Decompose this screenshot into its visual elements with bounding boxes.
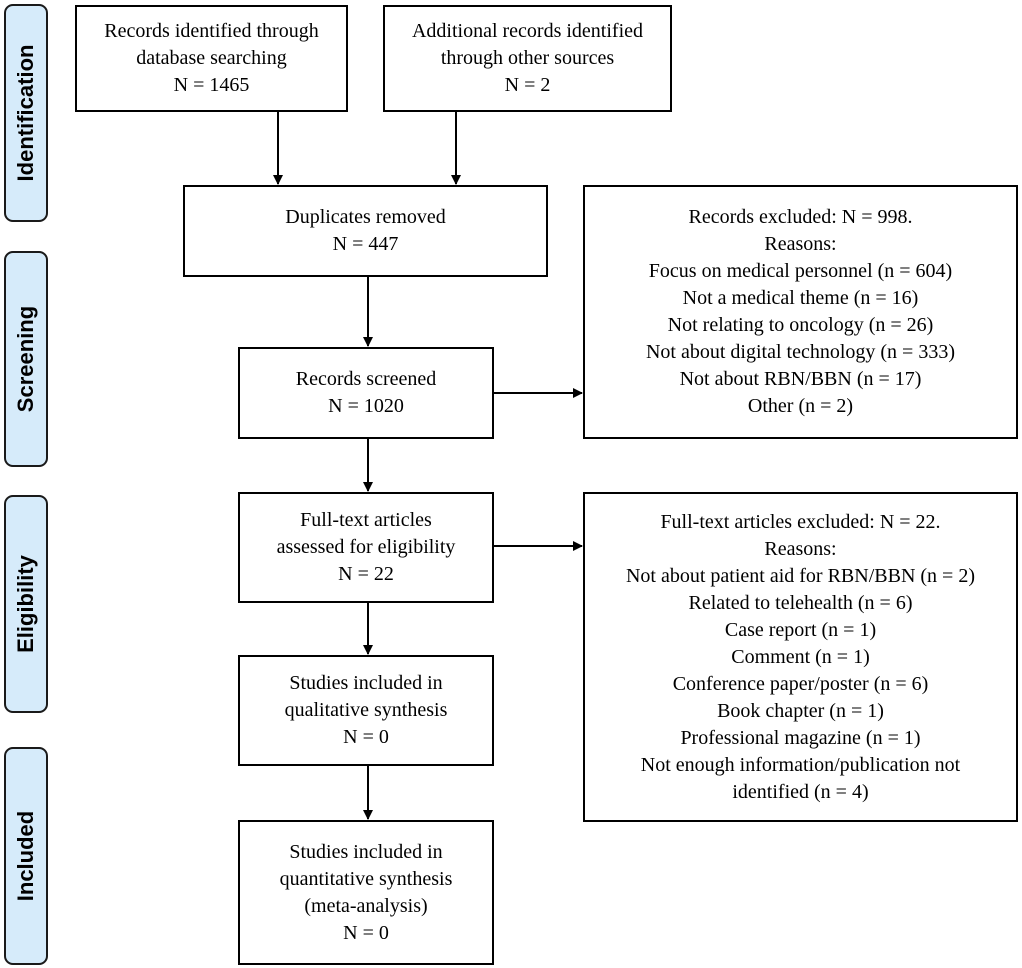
box-other-sources: Additional records identified through ot… <box>383 5 672 112</box>
box-duplicates-count: N = 447 <box>332 233 399 255</box>
box-excluded-line: Other (n = 2) <box>747 395 854 417</box>
box-excluded-line: Reasons: <box>764 233 837 255</box>
box-quantitative-line: (meta-analysis) <box>304 894 428 917</box>
box-fulltext-excluded-line: Professional magazine (n = 1) <box>680 726 921 749</box>
box-database-records: Records identified through database sear… <box>75 5 348 112</box>
box-records-excluded: Records excluded: N = 998. Reasons: Focu… <box>583 185 1018 439</box>
phase-screening: Screening <box>4 251 48 467</box>
box-excluded-line: Records excluded: N = 998. <box>688 206 913 228</box>
box-database-count: N = 1465 <box>173 74 250 96</box>
box-quantitative-line: Studies included in <box>289 840 443 863</box>
box-fulltext-assessed: Full-text articles assessed for eligibil… <box>238 492 494 603</box>
box-quantitative-synthesis: Studies included in quantitative synthes… <box>238 820 494 965</box>
box-fulltext-excluded-line: Case report (n = 1) <box>724 618 877 641</box>
box-fulltext-excluded: Full-text articles excluded: N = 22. Rea… <box>583 492 1018 822</box>
box-database-line: Records identified through <box>104 20 319 42</box>
box-fulltext-line: assessed for eligibility <box>276 536 456 558</box>
box-other-sources-line: through other sources <box>440 47 615 69</box>
box-fulltext-excluded-line: Not about patient aid for RBN/BBN (n = 2… <box>625 564 975 587</box>
box-fulltext-excluded-line: Conference paper/poster (n = 6) <box>672 672 929 695</box>
box-excluded-line: Not a medical theme (n = 16) <box>682 287 919 309</box>
box-qualitative-synthesis: Studies included in qualitative synthesi… <box>238 655 494 766</box>
phase-included: Included <box>4 747 48 965</box>
box-quantitative-line: quantitative synthesis <box>279 867 453 890</box>
box-fulltext-excluded-line: Comment (n = 1) <box>731 645 870 668</box>
box-excluded-line: Not about RBN/BBN (n = 17) <box>679 368 922 390</box>
box-fulltext-excluded-line: Not enough information/publication not <box>640 753 961 776</box>
box-fulltext-excluded-line: Full-text articles excluded: N = 22. <box>660 510 941 533</box>
box-other-sources-count: N = 2 <box>504 74 551 96</box>
box-fulltext-excluded-line: Related to telehealth (n = 6) <box>688 591 913 614</box>
phase-identification: Identification <box>4 4 48 222</box>
box-fulltext-count: N = 22 <box>338 563 394 585</box>
box-excluded-line: Not relating to oncology (n = 26) <box>667 314 934 336</box>
box-screened-line: Records screened <box>295 368 437 390</box>
box-database-line: database searching <box>136 47 287 69</box>
box-quantitative-count: N = 0 <box>343 921 389 944</box>
box-duplicates-removed: Duplicates removed N = 447 <box>183 185 548 277</box>
box-duplicates-line: Duplicates removed <box>285 206 446 228</box>
phase-eligibility: Eligibility <box>4 495 48 713</box>
box-qualitative-count: N = 0 <box>343 726 389 748</box>
box-fulltext-excluded-line: Book chapter (n = 1) <box>717 699 884 722</box>
box-qualitative-line: Studies included in <box>289 672 443 694</box>
box-fulltext-excluded-line: identified (n = 4) <box>732 780 869 803</box>
box-other-sources-line: Additional records identified <box>411 20 644 42</box>
box-excluded-line: Focus on medical personnel (n = 604) <box>648 260 953 282</box>
box-qualitative-line: qualitative synthesis <box>284 699 448 721</box>
box-excluded-line: Not about digital technology (n = 333) <box>645 341 955 363</box>
box-fulltext-line: Full-text articles <box>300 509 432 531</box>
box-fulltext-excluded-line: Reasons: <box>764 537 837 560</box>
box-records-screened: Records screened N = 1020 <box>238 347 494 439</box>
box-screened-count: N = 1020 <box>328 395 404 417</box>
